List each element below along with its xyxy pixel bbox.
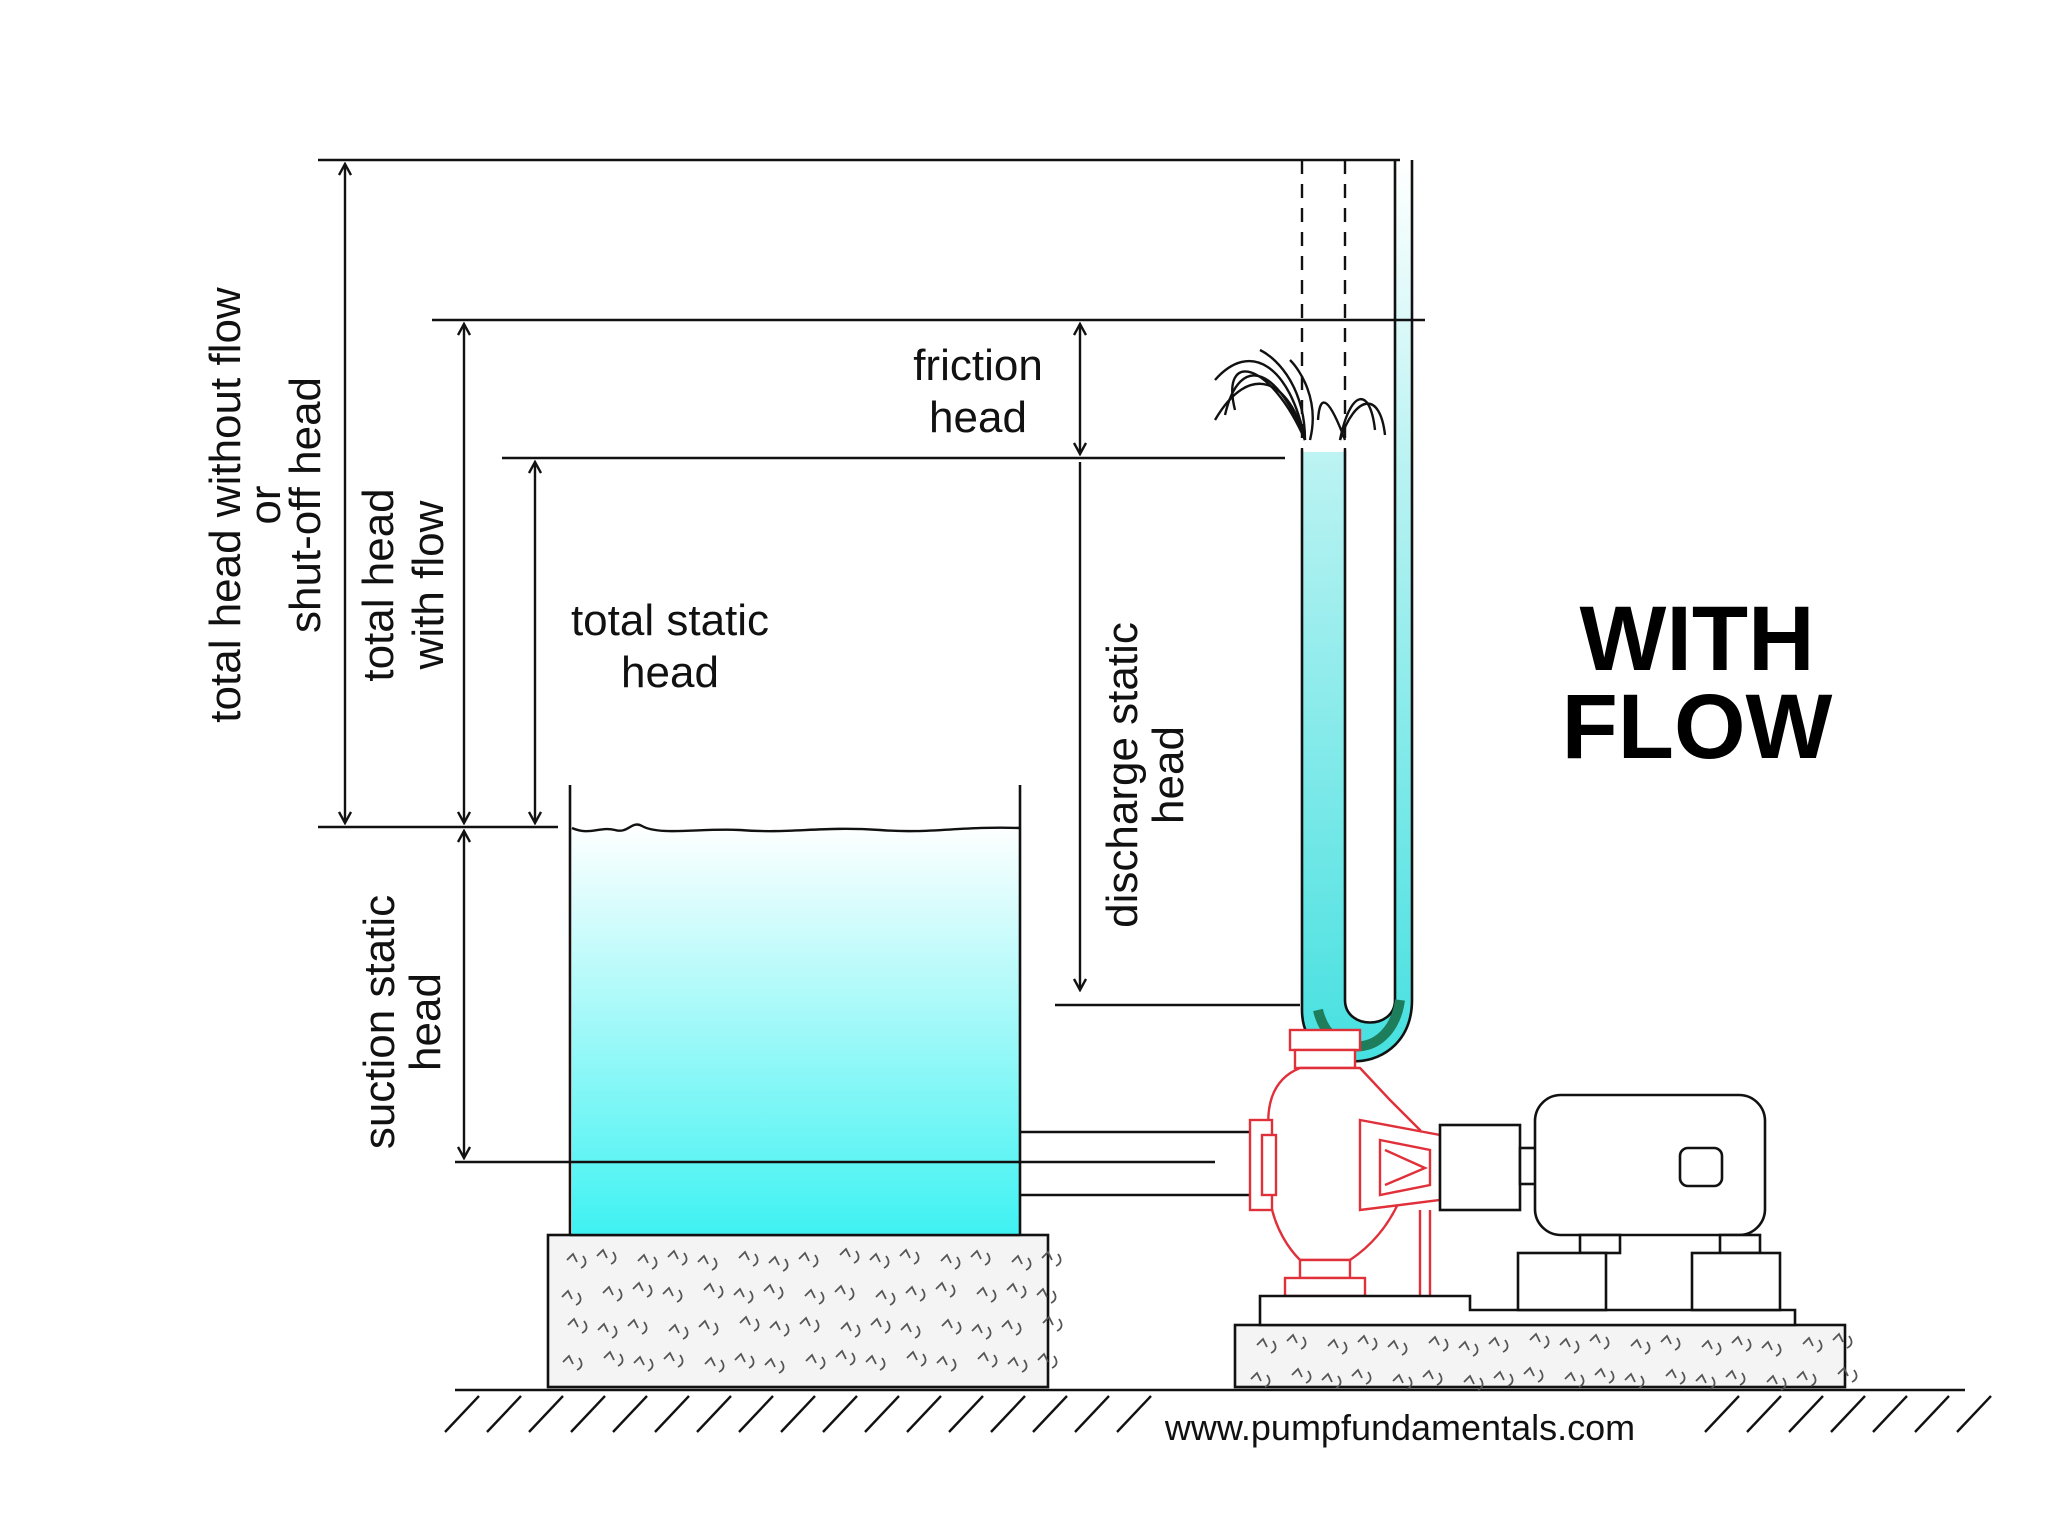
dimension-lines: [318, 158, 1425, 1158]
suction-tank: [568, 785, 1022, 1237]
water-spray: [1213, 348, 1387, 441]
svg-text:total headwith flow: total headwith flow: [354, 488, 453, 681]
centrifugal-pump: [1248, 1028, 1442, 1300]
svg-text:suction statichead: suction statichead: [355, 895, 450, 1149]
electric-motor: [1516, 1093, 1782, 1312]
pump-foundation: [1233, 1323, 1858, 1391]
discharge-pipe: [1213, 160, 1414, 1063]
ground: [444, 1388, 1992, 1433]
coupling: [1438, 1123, 1522, 1212]
svg-text:total statichead: total statichead: [571, 596, 769, 697]
label-total-head-without-flow: total head without floworshut-off head: [201, 287, 330, 723]
label-discharge-static-head: discharge statichead: [1098, 622, 1193, 928]
svg-text:discharge statichead: discharge statichead: [1098, 622, 1193, 928]
suction-pipe: [455, 1130, 1250, 1197]
watermark-url: www.pumpfundamentals.com: [1164, 1407, 1635, 1448]
svg-text:total head without floworshut-: total head without floworshut-off head: [201, 287, 330, 723]
tank-water: [572, 824, 1020, 1235]
label-total-head-with-flow: total headwith flow: [354, 488, 453, 681]
tank-foundation: [546, 1233, 1063, 1389]
label-suction-static-head: suction statichead: [355, 895, 450, 1149]
ground-hatching: [444, 1395, 1992, 1433]
